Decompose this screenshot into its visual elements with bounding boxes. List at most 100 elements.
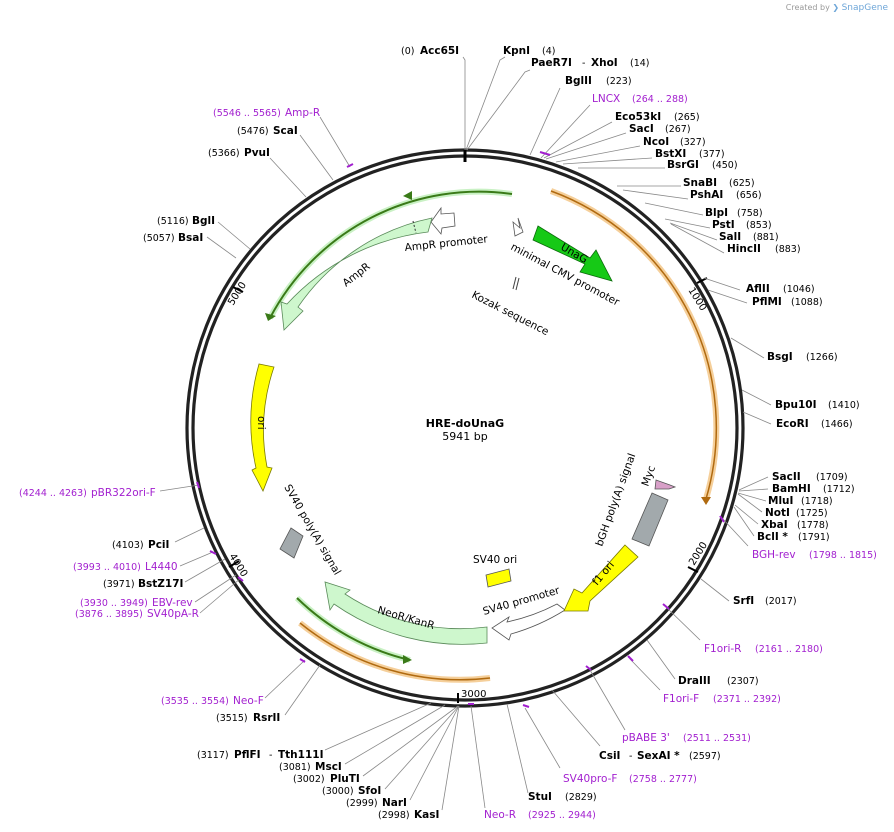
primer-pos-lncx: (264 .. 288) xyxy=(632,94,688,105)
site-name-aflii[interactable]: AflII xyxy=(746,283,770,295)
leader-eco53ki xyxy=(543,121,613,159)
primer-name-neo-f[interactable]: Neo-F xyxy=(233,695,264,707)
primer-name-ebv-rev[interactable]: EBV-rev xyxy=(152,597,193,609)
site-name-bamhi[interactable]: BamHI xyxy=(772,483,811,495)
site-pos-kasi: (2998) xyxy=(378,810,410,821)
site-pos-scai: (5476) xyxy=(237,126,269,137)
primer-name-l4440[interactable]: L4440 xyxy=(145,561,178,573)
site-name-sfoi[interactable]: SfoI xyxy=(358,785,381,797)
site-name-rsrii[interactable]: RsrII xyxy=(253,712,280,724)
site-name-noti[interactable]: NotI xyxy=(765,507,790,519)
site-name-stui[interactable]: StuI xyxy=(528,791,552,803)
feature-sv40-polya[interactable] xyxy=(279,527,304,559)
site-name-pvui[interactable]: PvuI xyxy=(244,147,270,159)
primer-name-f1ori-r[interactable]: F1ori-R xyxy=(704,643,741,655)
site-name-pshai[interactable]: PshAI xyxy=(690,189,723,201)
primer-name-bgh-rev[interactable]: BGH-rev xyxy=(752,549,796,561)
site-name-bcli[interactable]: BclI * xyxy=(757,531,788,543)
primer-name-lncx[interactable]: LNCX xyxy=(592,93,620,105)
site-pos-msci: (3081) xyxy=(279,762,311,773)
site-name-bsgi[interactable]: BsgI xyxy=(767,351,793,363)
site-pos-pcii: (4103) xyxy=(112,540,144,551)
site-name-saci[interactable]: SacI xyxy=(629,123,654,135)
site-name-bstxi[interactable]: BstXI xyxy=(655,148,686,160)
primer-name-pbabe[interactable]: pBABE 3' xyxy=(622,732,670,744)
feature-f1-ori[interactable] xyxy=(563,544,639,612)
leader-nari xyxy=(409,705,460,801)
site-name-bgli[interactable]: BglI xyxy=(192,215,215,227)
site-name-bpu10i[interactable]: Bpu10I xyxy=(775,399,817,411)
site-name-sacii[interactable]: SacII xyxy=(772,471,801,483)
primer-name-sv40pa-r[interactable]: SV40pA-R xyxy=(147,608,199,620)
site-pos-sacii: (1709) xyxy=(816,472,848,483)
site-name-bstz17i[interactable]: BstZ17I xyxy=(138,578,183,590)
leader-xbai xyxy=(734,504,759,525)
site-pos-srfi: (2017) xyxy=(765,596,797,607)
site-name-nari[interactable]: NarI xyxy=(382,797,407,809)
site-name-draiii[interactable]: DraIII xyxy=(678,675,711,687)
site-pos-hincii: (883) xyxy=(775,244,801,255)
site-name-msci[interactable]: MscI xyxy=(315,761,342,773)
snapgene-credit: Created by ❯ SnapGene xyxy=(786,3,888,13)
site-name-ecori[interactable]: EcoRI xyxy=(776,418,809,430)
site-name-kpni[interactable]: KpnI xyxy=(503,45,530,57)
site-name-paer7i[interactable]: PaeR7I xyxy=(531,57,572,69)
primer-name-sv40pro-f[interactable]: SV40pro-F xyxy=(563,773,617,785)
feature-sv40-promoter[interactable] xyxy=(491,603,566,641)
plasmid-name: HRE-doUnaG xyxy=(426,417,504,430)
site-name-scai[interactable]: ScaI xyxy=(273,125,298,137)
site-name-hincii[interactable]: HincII xyxy=(727,243,761,255)
feature-label-kozak: Kozak sequence xyxy=(470,289,551,338)
leader-pvui xyxy=(269,157,307,198)
primer-name-neo-r[interactable]: Neo-R xyxy=(484,809,516,821)
feature-kozak-line-2 xyxy=(515,277,520,291)
site-name-pflmi[interactable]: PflMI xyxy=(752,296,782,308)
site-name-pluti[interactable]: PluTI xyxy=(330,773,360,785)
leader-srfi xyxy=(700,578,730,602)
site-name-sexai[interactable]: SexAI * xyxy=(637,750,680,762)
feature-neor-kanr[interactable] xyxy=(324,581,488,645)
primer-pos-pbr322ori-f: (4244 .. 4263) xyxy=(19,488,87,499)
site-pos-bsai: (5057) xyxy=(143,233,175,244)
leader-bgh-rev xyxy=(721,517,749,547)
site-name-xhoi[interactable]: XhoI xyxy=(591,57,618,69)
site-pos-stui: (2829) xyxy=(565,792,597,803)
feature-ampr-promoter[interactable] xyxy=(430,206,456,235)
primer-name-amp-r[interactable]: Amp-R xyxy=(285,107,320,119)
site-sep-paer7i: - xyxy=(582,58,585,69)
site-name-sali[interactable]: SalI xyxy=(719,231,741,243)
primer-name-pbr322ori-f[interactable]: pBR322ori-F xyxy=(91,487,156,499)
feature-bgh-polya[interactable] xyxy=(631,492,669,547)
feature-unag[interactable] xyxy=(532,225,613,282)
leader-amp-r xyxy=(319,116,351,168)
site-pos-ecori: (1466) xyxy=(821,419,853,430)
site-name-eco53ki[interactable]: Eco53kI xyxy=(615,111,661,123)
site-name-pcii[interactable]: PciI xyxy=(148,539,169,551)
feature-minimal-cmv-promoter[interactable] xyxy=(512,217,524,237)
site-name-bglii[interactable]: BglII xyxy=(565,75,592,87)
site-name-pflfi[interactable]: PflFI xyxy=(234,749,261,761)
feature-myc[interactable] xyxy=(654,479,677,490)
site-name-xbai[interactable]: XbaI xyxy=(761,519,788,531)
leader-paer7i xyxy=(466,69,531,151)
feature-ampr[interactable] xyxy=(280,217,433,331)
site-labels-left: (2998) KasI (2999) NarI (3000) SfoI (300… xyxy=(19,107,439,821)
site-name-psti[interactable]: PstI xyxy=(712,219,735,231)
feature-ori[interactable] xyxy=(250,363,275,492)
site-name-bsai[interactable]: BsaI xyxy=(178,232,203,244)
site-name-tth111i[interactable]: Tth111I xyxy=(278,749,323,761)
site-pos-noti: (1725) xyxy=(796,508,828,519)
site-name-snabi[interactable]: SnaBI xyxy=(683,177,717,189)
site-name-acc65i[interactable]: Acc65I xyxy=(420,45,459,57)
site-name-mlui[interactable]: MluI xyxy=(768,495,793,507)
site-name-blpi[interactable]: BlpI xyxy=(705,207,728,219)
site-name-csii[interactable]: CsiI xyxy=(599,750,620,762)
site-name-bsrgi[interactable]: BsrGI xyxy=(667,159,699,171)
site-name-ncoi[interactable]: NcoI xyxy=(643,136,669,148)
site-pos-pvui: (5366) xyxy=(208,148,240,159)
site-name-srfi[interactable]: SrfI xyxy=(733,595,754,607)
feature-sv40-ori[interactable] xyxy=(485,568,512,588)
primer-name-f1ori-f[interactable]: F1ori-F xyxy=(663,693,699,705)
site-name-kasi[interactable]: KasI xyxy=(414,809,439,821)
leader-pcii xyxy=(174,527,205,543)
